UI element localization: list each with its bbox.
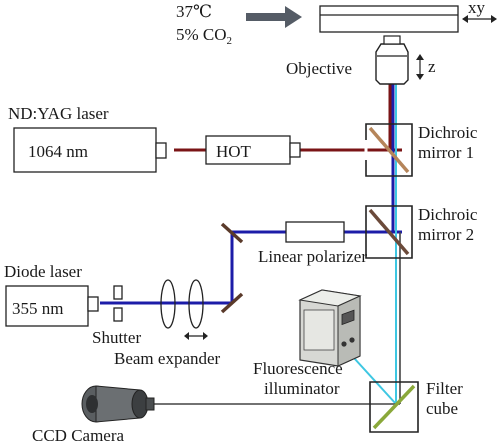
diode-wavelength-label: 355 nm (12, 299, 63, 318)
sample-stage (319, 5, 459, 33)
z-label: z (428, 57, 436, 76)
dichroic-mirror-2-coating (368, 208, 410, 256)
filter-cube-housing (369, 381, 419, 433)
hot-aperture (289, 142, 301, 158)
filter-cube-label-line1: Filter (426, 379, 463, 398)
beam-expander-lens-1 (160, 279, 176, 329)
diode-laser-box (5, 285, 89, 327)
dichroic-mirror-2-housing (365, 205, 413, 259)
beam-expander-arrow-right-head (203, 332, 208, 340)
steering-mirror-upper (220, 222, 244, 244)
ccd-camera-icon (81, 385, 155, 423)
shutter-blade-bottom (113, 307, 123, 322)
linear-polarizer-label: Linear polarizer (258, 247, 367, 266)
z-arrow-up-head (416, 54, 424, 60)
dichroic-1-label-line2: mirror 1 (418, 143, 474, 162)
co2-label: 5% CO2 (176, 25, 232, 47)
objective-tip (383, 35, 401, 45)
xy-label: xy (468, 0, 486, 17)
objective-lens (375, 43, 409, 85)
fluorescence-beam-fiber (353, 357, 397, 405)
shutter-label: Shutter (92, 328, 141, 347)
steering-mirror-lower (220, 292, 244, 314)
diode-laser-label: Diode laser (4, 262, 82, 281)
shutter-blade-top (113, 285, 123, 300)
linear-polarizer-box (285, 221, 345, 243)
dichroic-2-label-line1: Dichroic (418, 205, 478, 224)
fluorescence-label-line2: illuminator (264, 379, 340, 398)
beam-expander-arrow-left-head (184, 332, 189, 340)
filter-cube-label-line2: cube (426, 399, 458, 418)
beam-expander-lens-2 (188, 279, 204, 329)
xy-arrow-right-head (491, 15, 497, 23)
ccd-camera-label: CCD Camera (32, 426, 125, 445)
dichroic-2-label-line2: mirror 2 (418, 225, 474, 244)
incubator-arrow (246, 6, 302, 28)
fluorescence-label-line1: Fluorescence (253, 359, 343, 378)
nd-yag-laser-label: ND:YAG laser (8, 104, 109, 123)
fluorescence-illuminator-icon (298, 289, 362, 367)
temperature-label: 37℃ (176, 2, 212, 21)
co2-subscript: 2 (227, 35, 233, 47)
nd-yag-laser-aperture (155, 142, 167, 159)
xy-arrow-left-head (462, 15, 468, 23)
dichroic-mirror-1-coating (368, 126, 410, 174)
filter-cube-coating (372, 384, 416, 430)
diode-laser-aperture (87, 296, 99, 312)
dichroic-1-label-line1: Dichroic (418, 123, 478, 142)
beam-expander-label: Beam expander (114, 349, 221, 368)
z-arrow-down-head (416, 74, 424, 80)
nd-yag-wavelength-label: 1064 nm (28, 142, 88, 161)
hot-label: HOT (216, 142, 252, 161)
objective-label: Objective (286, 59, 352, 78)
